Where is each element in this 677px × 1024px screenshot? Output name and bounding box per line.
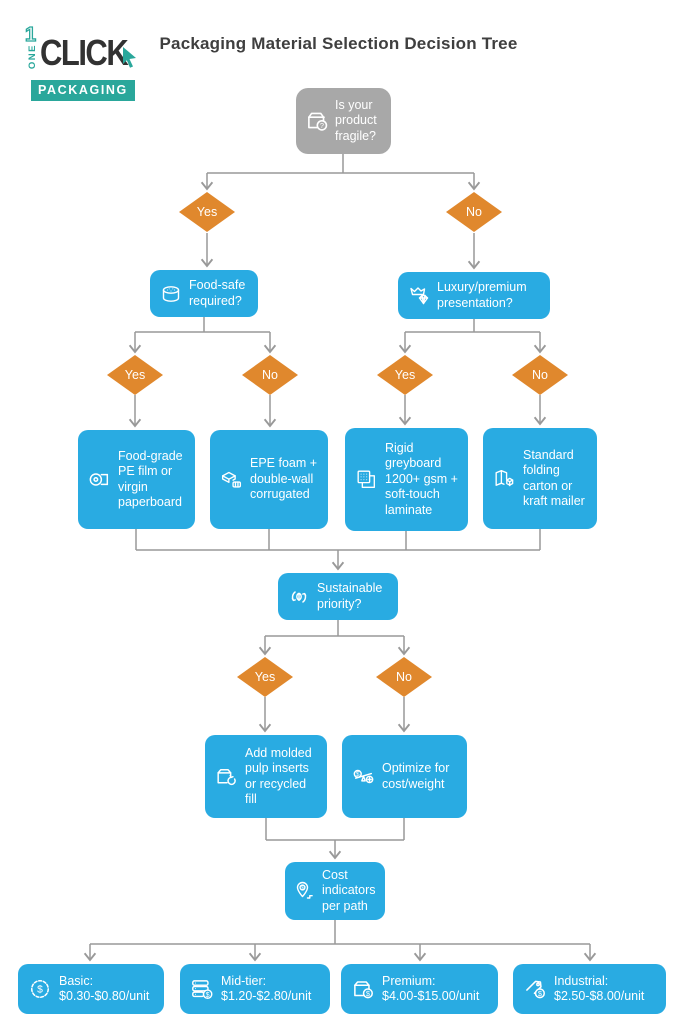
node-label: Optimize for cost/weight — [382, 761, 450, 791]
node-epe-foam: EPE foam + double-wall corrugated — [210, 430, 328, 529]
recycled-box-icon — [217, 769, 236, 786]
database-dollar-icon: $ — [192, 980, 213, 1000]
tier-text: Industrial: $2.50-$8.00/unit — [554, 974, 657, 1005]
connectors — [83, 154, 597, 962]
package-dollar-icon: $ — [354, 981, 373, 999]
eco-refresh-icon — [291, 590, 307, 603]
tag-dollar-icon: $ — [526, 980, 545, 999]
brand-logo: 1 ONE CLICK PACKAGING — [24, 24, 145, 108]
film-roll-icon — [89, 473, 109, 486]
tier-value: $0.30-$0.80/unit — [59, 989, 150, 1003]
page-title: Packaging Material Selection Decision Tr… — [159, 34, 518, 53]
foam-layers-icon — [221, 471, 242, 488]
tier-value: $4.00-$15.00/unit — [382, 989, 480, 1003]
node-food-safe: Food-safe required? — [150, 270, 258, 317]
node-tier-basic: $ Basic: $0.30-$0.80/unit — [18, 964, 164, 1014]
node-standard-carton: Standard folding carton or kraft mailer — [483, 428, 597, 529]
node-label: Rigid greyboard 1200+ gsm + soft-touch l… — [385, 440, 458, 517]
node-label: Standard folding carton or kraft mailer — [523, 447, 585, 509]
node-food-grade-pe: Food-grade PE film or virgin paperboard — [78, 430, 195, 529]
svg-text:$: $ — [206, 991, 210, 999]
decision-label: No — [466, 205, 482, 219]
package-question-icon: ? — [308, 112, 328, 131]
tier-label: Industrial: — [554, 973, 609, 988]
decision-label: No — [532, 368, 548, 382]
tier-text: Premium: $4.00-$15.00/unit — [382, 974, 489, 1005]
node-rigid-greyboard: Rigid greyboard 1200+ gsm + soft-touch l… — [345, 428, 468, 531]
svg-text:$: $ — [301, 886, 304, 892]
logo-packaging-banner: PACKAGING — [31, 80, 135, 101]
tier-value: $1.20-$2.80/unit — [221, 989, 312, 1003]
logo-click-text: CLICK — [40, 32, 129, 74]
node-tier-premium: $ Premium: $4.00-$15.00/unit — [341, 964, 498, 1014]
node-label: Luxury/premium presentation? — [437, 280, 527, 310]
tier-label: Basic: — [59, 973, 94, 988]
node-sustainable: Sustainable priority? — [278, 573, 398, 620]
dollar-badge-icon: $ — [31, 980, 49, 998]
tier-text: Mid-tier: $1.20-$2.80/unit — [221, 974, 321, 1005]
tier-label: Mid-tier: — [221, 973, 267, 988]
svg-text:$: $ — [538, 989, 542, 998]
cost-weight-scale-icon: $ — [353, 769, 374, 784]
node-label: EPE foam + double-wall corrugated — [250, 456, 318, 502]
node-molded-pulp: Add molded pulp inserts or recycled fill — [205, 735, 327, 818]
decision-label: Yes — [196, 205, 218, 219]
tier-label: Premium: — [382, 973, 436, 988]
greyboard-sheets-icon — [357, 470, 375, 488]
svg-text:$: $ — [37, 985, 43, 996]
tier-value: $2.50-$8.00/unit — [554, 989, 645, 1003]
node-label: Add molded pulp inserts or recycled fill — [245, 745, 312, 807]
node-cost-indicators: $ Cost indicators per path — [285, 862, 385, 920]
node-root-fragile: ? Is your product fragile? — [296, 88, 391, 154]
food-can-icon — [162, 285, 180, 302]
folding-carton-icon — [495, 470, 514, 487]
svg-text:$: $ — [356, 771, 360, 778]
node-tier-mid: $ Mid-tier: $1.20-$2.80/unit — [180, 964, 330, 1014]
logo-one-numeral: 1 — [24, 24, 37, 46]
node-label: Sustainable priority? — [317, 581, 383, 611]
node-label: Is your product fragile? — [335, 97, 377, 143]
svg-text:$: $ — [366, 989, 370, 998]
logo-wordmark: 1 ONE CLICK — [24, 24, 145, 80]
node-label: Cost indicators per path — [322, 867, 376, 913]
node-optimize-cost: $ Optimize for cost/weight — [342, 735, 467, 818]
node-label: Food-grade PE film or virgin paperboard — [118, 448, 183, 510]
crown-gem-icon — [410, 286, 429, 304]
node-label: Food-safe required? — [189, 278, 246, 308]
decision-label: Yes — [254, 670, 276, 684]
decision-label: No — [396, 670, 412, 684]
cursor-arrow-icon — [123, 47, 136, 68]
decision-label: No — [262, 368, 278, 382]
decision-label: Yes — [394, 368, 416, 382]
price-pin-icon: $ — [296, 881, 313, 899]
node-luxury-premium: Luxury/premium presentation? — [398, 272, 550, 319]
tier-text: Basic: $0.30-$0.80/unit — [59, 974, 155, 1005]
svg-text:?: ? — [320, 121, 324, 130]
node-tier-industrial: $ Industrial: $2.50-$8.00/unit — [513, 964, 666, 1014]
decision-label: Yes — [124, 368, 146, 382]
